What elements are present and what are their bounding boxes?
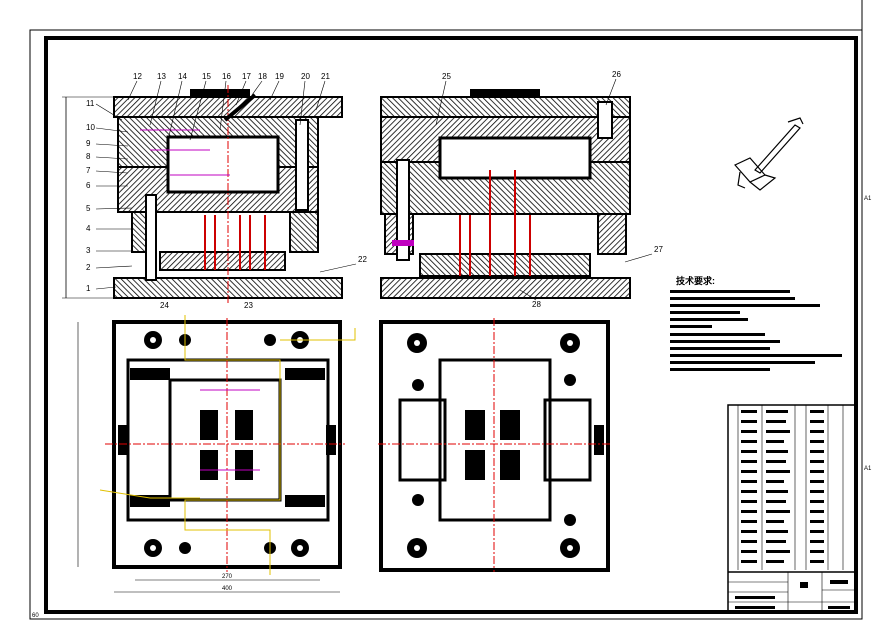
side-bottom-plate (380, 277, 631, 299)
side-support-right (597, 213, 627, 255)
part-label: 23 (244, 301, 253, 310)
part-label: 11 (86, 99, 95, 108)
part-label: 19 (275, 72, 284, 81)
plan-left-guide-bushings (144, 331, 309, 557)
part-label: 15 (202, 72, 211, 81)
part-label: 17 (242, 72, 251, 81)
part-label: 2 (86, 263, 91, 272)
side-guide-pin (396, 159, 410, 261)
part-label: 1 (86, 284, 91, 293)
plan-view-fixed-half (378, 318, 612, 572)
part-label: 25 (442, 72, 451, 81)
part-label: 21 (321, 72, 330, 81)
dimension-400: 400 (222, 586, 233, 592)
ejector-pins (204, 215, 266, 270)
part-label: 9 (86, 139, 91, 148)
sheet-outer-border (29, 29, 863, 620)
front-view-part-labels: 12 13 14 15 16 17 18 19 20 21 11 10 9 8 … (86, 72, 367, 310)
side-view-part-labels: 25 26 27 28 (435, 70, 663, 309)
part-label: 27 (654, 245, 663, 254)
part-label: 28 (532, 300, 541, 309)
sprue-top (190, 89, 250, 97)
corner-label-bottom: 60 (32, 613, 39, 619)
dimension-270: 270 (222, 574, 233, 580)
inclined-guide (223, 93, 257, 122)
corner-label-a1: A1 (864, 196, 872, 202)
side-section-view (380, 89, 631, 299)
technical-requirements: 技术要求: (670, 275, 842, 371)
part-label: 26 (612, 70, 621, 79)
part-label: 5 (86, 204, 91, 213)
cavity-insert (166, 135, 280, 194)
plan-view-moving-half: 270 400 (77, 315, 356, 593)
corner-label-a1b: A1 (864, 466, 872, 472)
side-ejector-plate (419, 253, 591, 277)
part-label: 14 (178, 72, 187, 81)
magenta-details-front (140, 129, 230, 176)
product-isometric (734, 117, 804, 191)
side-bolt (597, 101, 613, 139)
side-top-plate (380, 96, 631, 118)
front-section-view (62, 85, 343, 305)
return-pin (295, 119, 309, 211)
part-label: 7 (86, 166, 91, 175)
support-block-right (289, 211, 319, 253)
guide-pillar-left (145, 194, 157, 281)
part-label: 18 (258, 72, 267, 81)
tech-req-title: 技术要求: (676, 275, 715, 286)
part-label: 6 (86, 181, 91, 190)
part-label: 20 (301, 72, 310, 81)
part-label: 12 (133, 72, 142, 81)
ejector-plate (159, 251, 286, 271)
part-label: 10 (86, 123, 95, 132)
part-label: 13 (157, 72, 166, 81)
part-label: 16 (222, 72, 231, 81)
parts-list-table (727, 404, 857, 613)
part-label: 3 (86, 246, 91, 255)
part-label: 22 (358, 255, 367, 264)
part-label: 24 (160, 301, 169, 310)
sheet-inner-border (44, 36, 858, 614)
part-label: 8 (86, 152, 91, 161)
part-label: 4 (86, 224, 91, 233)
